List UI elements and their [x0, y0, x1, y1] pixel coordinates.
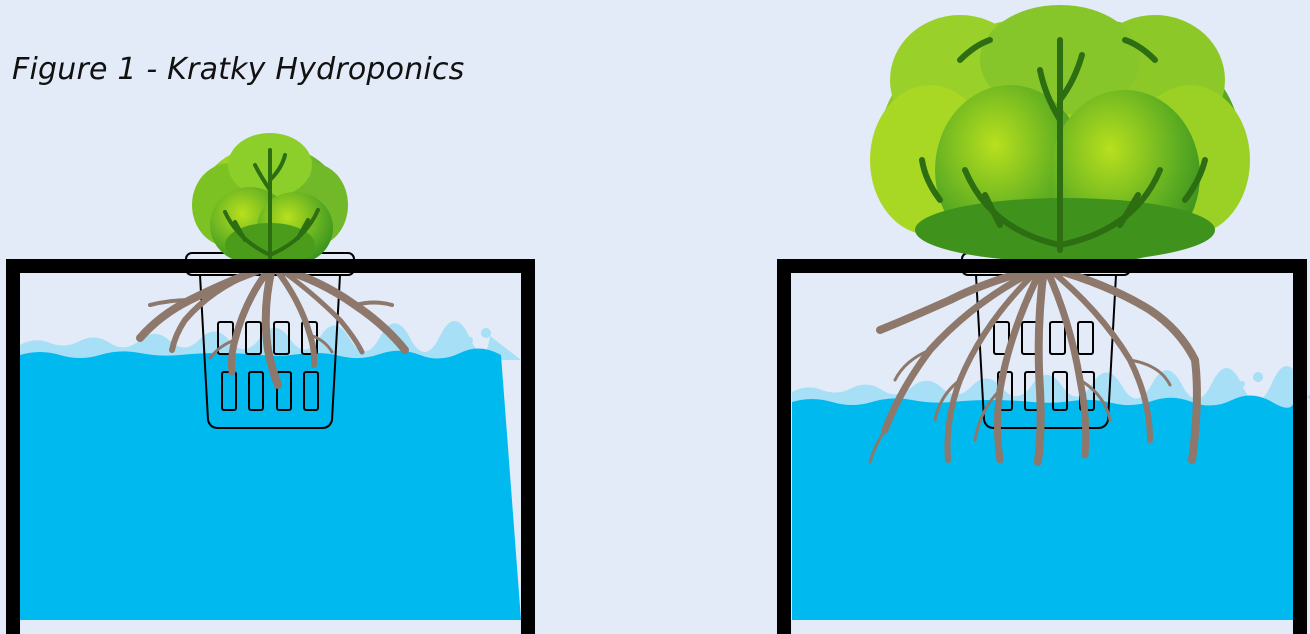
water-right [792, 366, 1310, 620]
panel-right [784, 5, 1310, 634]
panel-left [13, 133, 528, 634]
lettuce-large [870, 5, 1250, 265]
lettuce-small [192, 133, 348, 267]
